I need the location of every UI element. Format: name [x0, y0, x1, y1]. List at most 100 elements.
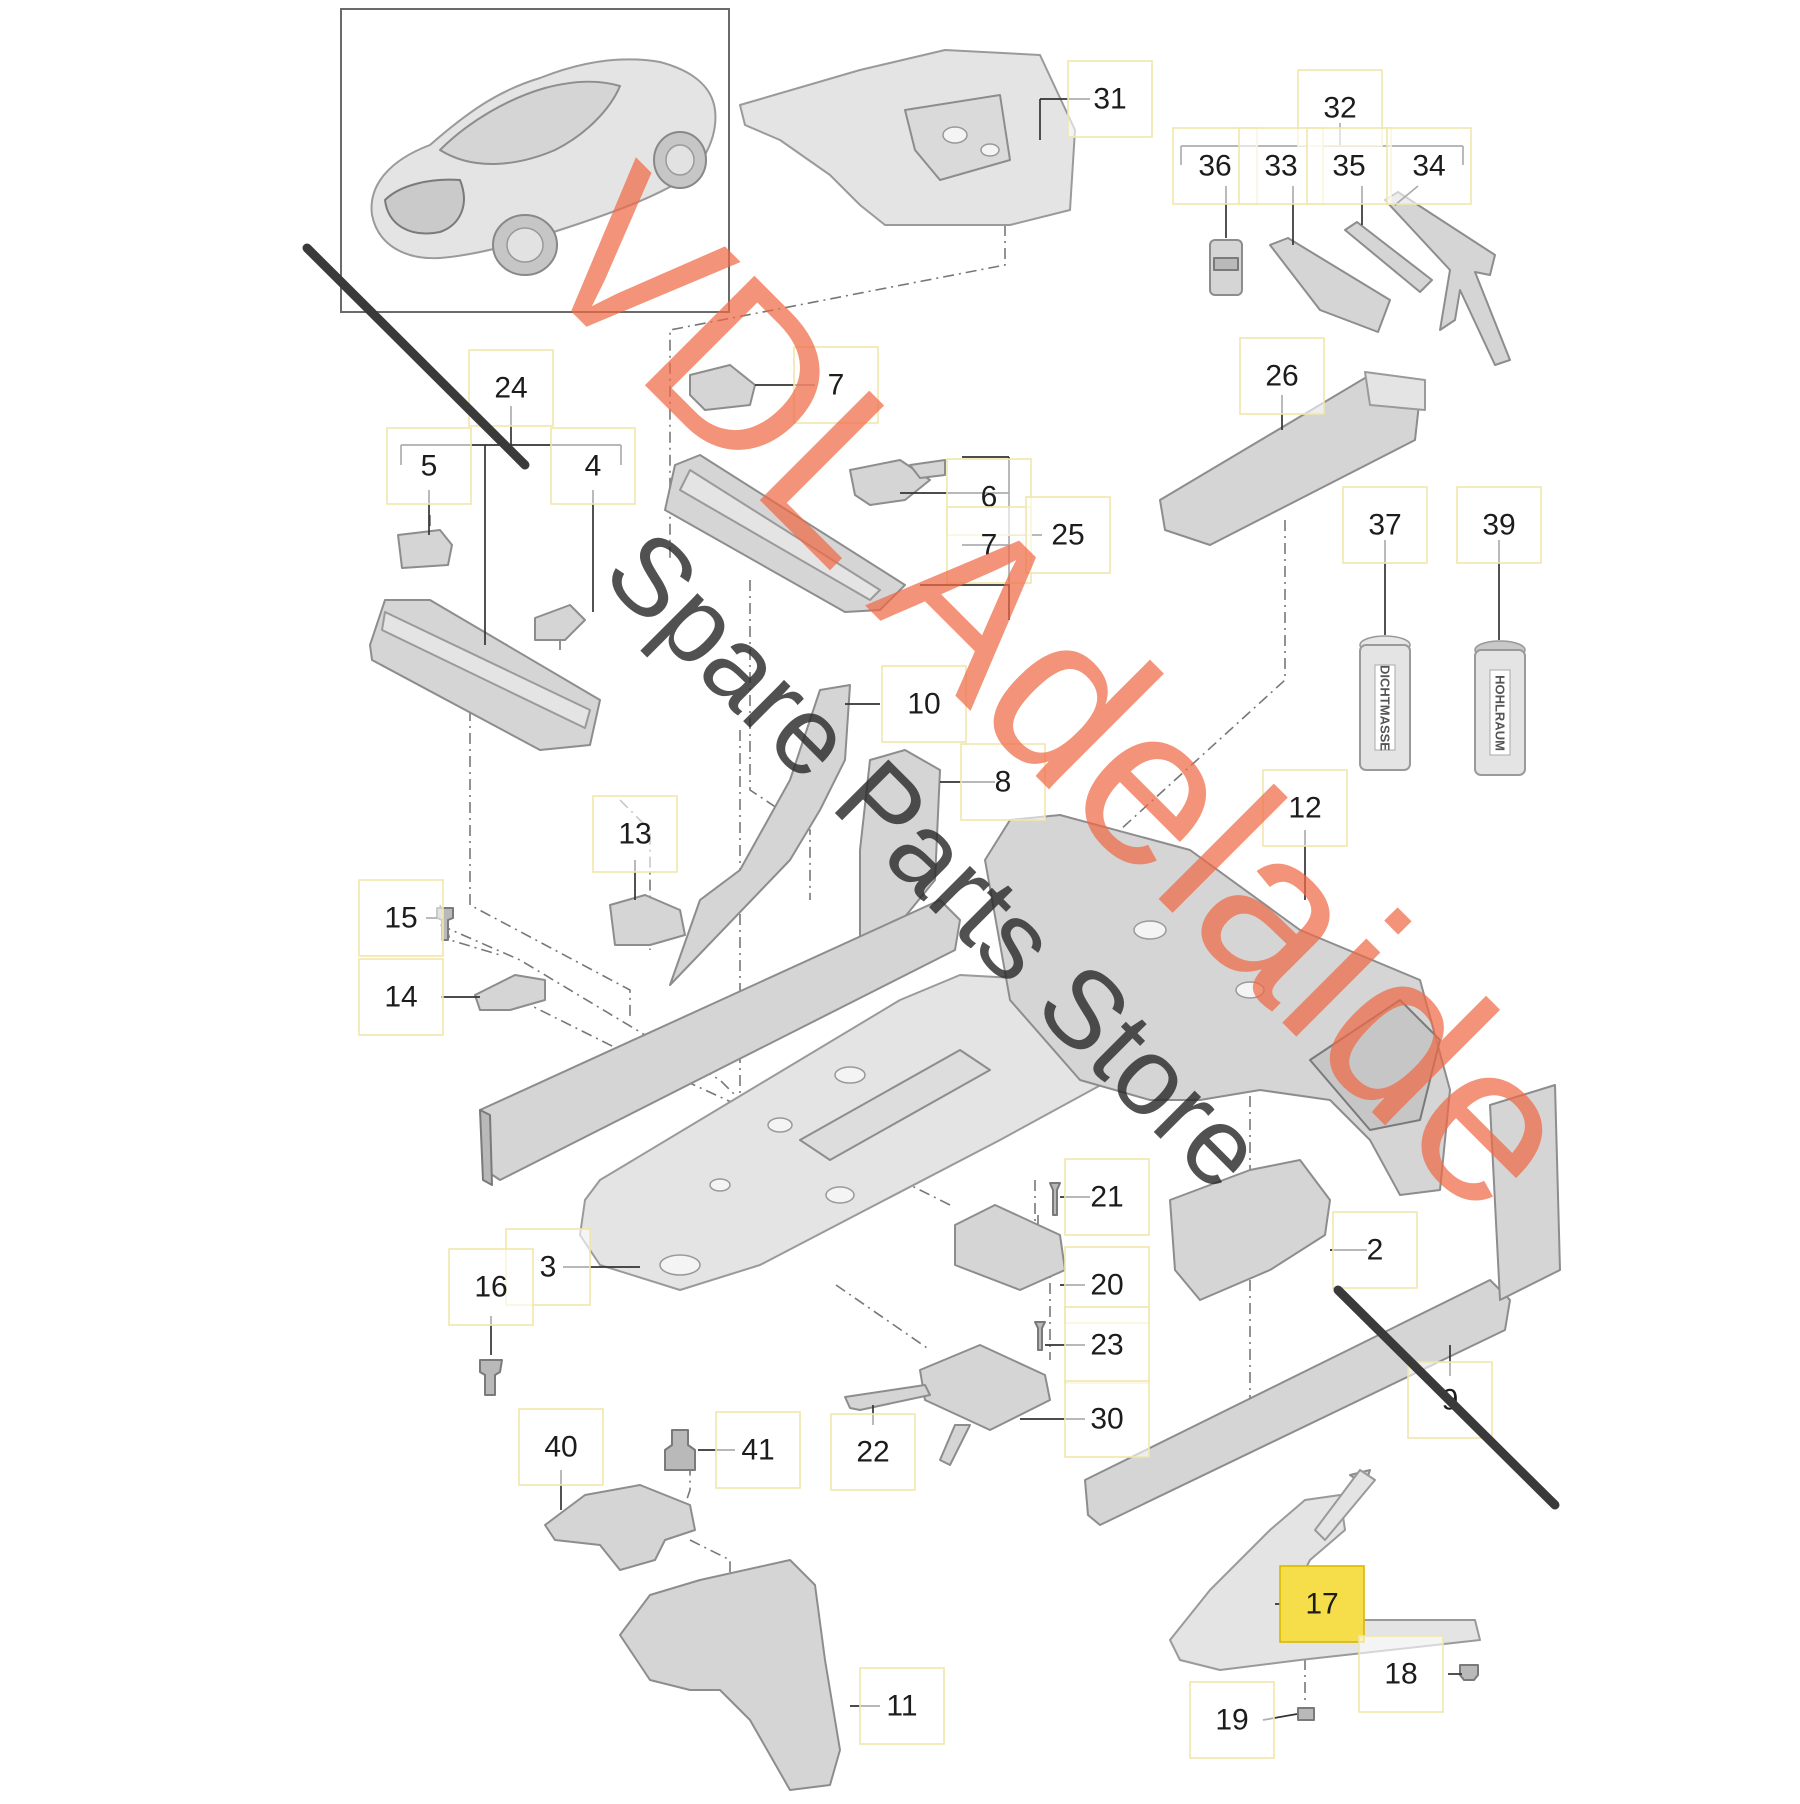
callout-p26: 26: [1239, 337, 1325, 415]
callout-box-p16: [448, 1248, 534, 1326]
part-23-screw: [1034, 1321, 1046, 1351]
callout-box-p4: [550, 427, 636, 505]
part-37-canister: [1359, 635, 1411, 771]
canister-37-label: DICHTMASSE: [1378, 665, 1393, 751]
callout-number-p20: 20: [1090, 1269, 1123, 1302]
callout-box-p5: [386, 427, 472, 505]
callout-number-p34: 34: [1412, 150, 1445, 183]
callout-number-p40: 40: [544, 1431, 577, 1464]
callout-p8: 8: [960, 743, 1046, 821]
callout-p40: 40: [518, 1408, 604, 1486]
callout-p21: 21: [1064, 1158, 1150, 1236]
callout-number-p33: 33: [1264, 150, 1297, 183]
part-41-bolt: [664, 1429, 696, 1471]
callout-p23: 23: [1064, 1306, 1150, 1384]
callout-number-p18: 18: [1384, 1658, 1417, 1691]
part-10-pillar: [669, 684, 851, 986]
callout-number-p6: 6: [981, 481, 998, 514]
part-34-gun: [1384, 191, 1511, 366]
callout-p17: 17: [1279, 1565, 1365, 1643]
callout-p30: 30: [1064, 1380, 1150, 1458]
callout-p12: 12: [1262, 769, 1348, 847]
part-14-clip: [474, 974, 546, 1011]
callout-box-p19: [1189, 1681, 1275, 1759]
callout-box-p17: [1279, 1565, 1365, 1643]
callout-number-p11: 11: [886, 1690, 917, 1723]
callout-number-p24: 24: [494, 372, 527, 405]
callout-box-p24: [468, 349, 554, 427]
callout-p41: 41: [715, 1411, 801, 1489]
part-40-bracket: [544, 1484, 696, 1571]
callout-box-p12: [1262, 769, 1348, 847]
callout-box-p37: [1342, 486, 1428, 564]
callout-p13: 13: [592, 795, 678, 873]
callout-box-p22: [830, 1413, 916, 1491]
part-35-nozzle: [1344, 221, 1433, 293]
part-shapes: [369, 49, 1561, 1791]
callout-number-p25: 25: [1051, 519, 1084, 552]
callout-number-p35: 35: [1332, 150, 1365, 183]
callout-number-p3: 3: [540, 1251, 557, 1284]
callout-box-p11: [859, 1667, 945, 1745]
callout-p5: 5: [386, 427, 472, 505]
callout-p14: 14: [358, 958, 444, 1036]
callout-number-p26: 26: [1265, 360, 1298, 393]
part-33-tube: [1269, 237, 1391, 333]
callout-box-p30: [1064, 1380, 1150, 1458]
part-11-pillar: [619, 1559, 841, 1791]
part-5-block: [397, 529, 453, 569]
watermark-strike-top: [302, 243, 530, 470]
part-9-sill: [1084, 1279, 1511, 1526]
callout-number-p17: 17: [1305, 1588, 1338, 1621]
callout-box-p2: [1332, 1211, 1418, 1289]
callout-p37: 37: [1342, 486, 1428, 564]
callout-number-p30: 30: [1090, 1403, 1123, 1436]
callout-p31: 31: [1067, 60, 1153, 138]
part-8-pillar-outer: [859, 749, 941, 951]
callout-p34: 34: [1386, 127, 1472, 205]
callout-box-p7b: [946, 506, 1032, 584]
callout-p7b: 7: [946, 506, 1032, 584]
callout-number-p2: 2: [1367, 1234, 1384, 1267]
callout-number-p16: 16: [474, 1271, 507, 1304]
callout-p19: 19: [1189, 1681, 1275, 1759]
callout-p16: 16: [448, 1248, 534, 1326]
callout-number-p41: 41: [741, 1434, 774, 1467]
callout-box-p40: [518, 1408, 604, 1486]
callout-p4: 4: [550, 427, 636, 505]
callout-box-p10: [881, 665, 967, 743]
callout-p35: 35: [1306, 127, 1392, 205]
callout-box-p21: [1064, 1158, 1150, 1236]
callout-box-p34: [1386, 127, 1472, 205]
callout-box-p25: [1025, 496, 1111, 574]
callout-box-p8: [960, 743, 1046, 821]
callout-p24: 24: [468, 349, 554, 427]
callout-p25: 25: [1025, 496, 1111, 574]
callout-box-p7a: [793, 346, 879, 424]
callout-p22: 22: [830, 1413, 916, 1491]
callout-number-p13: 13: [618, 818, 651, 851]
callout-box-p13: [592, 795, 678, 873]
callout-box-p41: [715, 1411, 801, 1489]
callout-number-p15: 15: [384, 902, 417, 935]
callout-number-p22: 22: [856, 1436, 889, 1469]
part-18-bolt: [1459, 1664, 1479, 1681]
callout-number-p37: 37: [1368, 509, 1401, 542]
callout-p18: 18: [1358, 1635, 1444, 1713]
callout-number-p39: 39: [1482, 509, 1515, 542]
part-30-plate: [919, 1344, 1051, 1431]
callout-number-p23: 23: [1090, 1329, 1123, 1362]
callout-number-p5: 5: [421, 450, 438, 483]
callout-p15: 15: [358, 879, 444, 957]
callout-number-p21: 21: [1090, 1181, 1123, 1214]
callout-number-p8: 8: [995, 766, 1012, 799]
part-20-bracket: [954, 1204, 1066, 1291]
callout-box-p14: [358, 958, 444, 1036]
callout-box-p18: [1358, 1635, 1444, 1713]
callout-number-p19: 19: [1215, 1704, 1248, 1737]
callout-number-p7b: 7: [981, 529, 998, 562]
callout-number-p7a: 7: [828, 369, 845, 402]
callout-p39: 39: [1456, 486, 1542, 564]
